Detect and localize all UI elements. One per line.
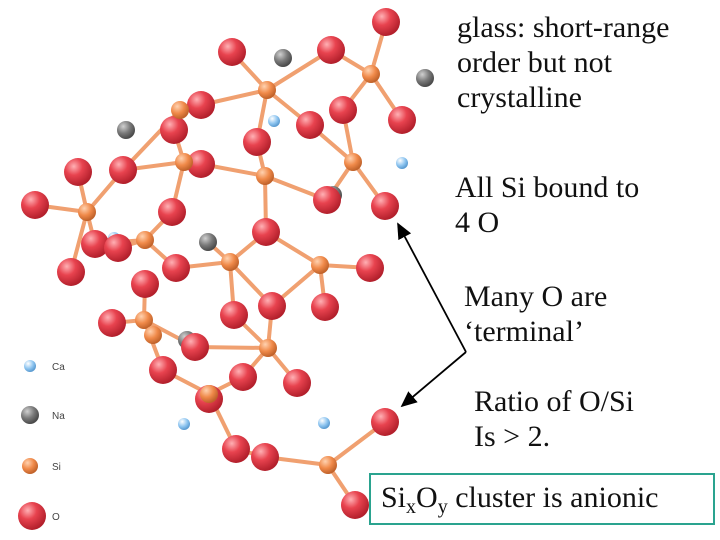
silicon-atom: [175, 153, 193, 171]
ca-atom-icon: [24, 360, 36, 372]
calcium-atom: [268, 115, 280, 127]
sodium-atom: [416, 69, 434, 87]
cluster-si: Si: [381, 481, 407, 514]
oxygen-atom: [98, 309, 126, 337]
oxygen-atom: [313, 186, 341, 214]
sodium-atom: [274, 49, 292, 67]
oxygen-atom: [296, 111, 324, 139]
silicon-atom: [136, 231, 154, 249]
cluster-y: y: [437, 496, 448, 518]
o-atom-icon: [18, 502, 46, 530]
calcium-atom: [178, 418, 190, 430]
note-si-bound: All Si bound to 4 O: [455, 170, 639, 240]
oxygen-atom: [181, 333, 209, 361]
note-terminal-line-1: Many O are: [464, 280, 608, 313]
oxygen-atom: [329, 96, 357, 124]
bond-lines: [33, 20, 404, 507]
legend-label-na: Na: [52, 411, 65, 422]
oxygen-atom: [57, 258, 85, 286]
note-ratio-line-1: Ratio of O/Si: [474, 385, 635, 418]
oxygen-atom: [218, 38, 246, 66]
cluster-rest: cluster is anionic: [447, 481, 659, 514]
note-glass-line-1: glass: short-range: [457, 11, 670, 44]
oxygen-atom: [317, 36, 345, 64]
oxygen-atom: [160, 116, 188, 144]
oxygen-atom: [162, 254, 190, 282]
legend-label-o: O: [52, 512, 60, 523]
silicon-atom: [171, 101, 189, 119]
legend-label-ca: Ca: [52, 362, 65, 373]
note-si-line-2: 4 O: [455, 206, 500, 239]
oxygen-atom: [21, 191, 49, 219]
calcium-atom: [318, 417, 330, 429]
oxygen-atom: [109, 156, 137, 184]
oxygen-atom: [283, 369, 311, 397]
note-terminal-oxygen: Many O are ‘terminal’: [464, 279, 607, 349]
silicon-atom: [221, 253, 239, 271]
oxygen-atom: [356, 254, 384, 282]
oxygen-atom: [158, 198, 186, 226]
oxygen-atom: [371, 408, 399, 436]
oxygen-atom: [187, 91, 215, 119]
oxygen-atom: [229, 363, 257, 391]
note-si-line-1: All Si bound to: [455, 171, 640, 204]
silicon-atom: [319, 456, 337, 474]
note-ratio: Ratio of O/Si Is > 2.: [474, 384, 634, 454]
oxygen-atom: [222, 435, 250, 463]
oxygen-atom: [149, 356, 177, 384]
silicon-atom: [78, 203, 96, 221]
oxygen-atom: [243, 128, 271, 156]
note-terminal-line-2: ‘terminal’: [464, 315, 584, 348]
atoms: [21, 8, 434, 519]
silicon-atom: [259, 339, 277, 357]
cluster-anionic-box: SixOy cluster is anionic: [369, 473, 715, 525]
legend-label-si: Si: [52, 462, 61, 473]
oxygen-atom: [64, 158, 92, 186]
oxygen-atom: [371, 192, 399, 220]
oxygen-atom: [251, 443, 279, 471]
note-glass-short-range: glass: short-range order but not crystal…: [457, 10, 669, 115]
oxygen-atom: [372, 8, 400, 36]
cluster-o: O: [416, 481, 438, 514]
oxygen-atom: [104, 234, 132, 262]
oxygen-atom: [311, 293, 339, 321]
na-atom-icon: [21, 406, 39, 424]
note-ratio-line-2: Is > 2.: [474, 420, 551, 453]
silicon-atom: [144, 326, 162, 344]
si-atom-icon: [22, 458, 38, 474]
silicon-atom: [344, 153, 362, 171]
calcium-atom: [396, 157, 408, 169]
note-glass-line-2: order but not: [457, 46, 612, 79]
silicon-atom: [362, 65, 380, 83]
oxygen-atom: [131, 270, 159, 298]
oxygen-atom: [81, 230, 109, 258]
note-glass-line-3: crystalline: [457, 81, 582, 114]
oxygen-atom: [187, 150, 215, 178]
silicon-atom: [256, 167, 274, 185]
oxygen-atom: [220, 301, 248, 329]
silicon-atom: [135, 311, 153, 329]
oxygen-atom: [341, 491, 369, 519]
silicon-atom: [200, 385, 218, 403]
oxygen-atom: [258, 292, 286, 320]
silicon-atom: [311, 256, 329, 274]
cluster-x: x: [406, 496, 417, 518]
oxygen-atom: [388, 106, 416, 134]
silicon-atom: [258, 81, 276, 99]
sodium-atom: [199, 233, 217, 251]
oxygen-atom: [252, 218, 280, 246]
sodium-atom: [117, 121, 135, 139]
